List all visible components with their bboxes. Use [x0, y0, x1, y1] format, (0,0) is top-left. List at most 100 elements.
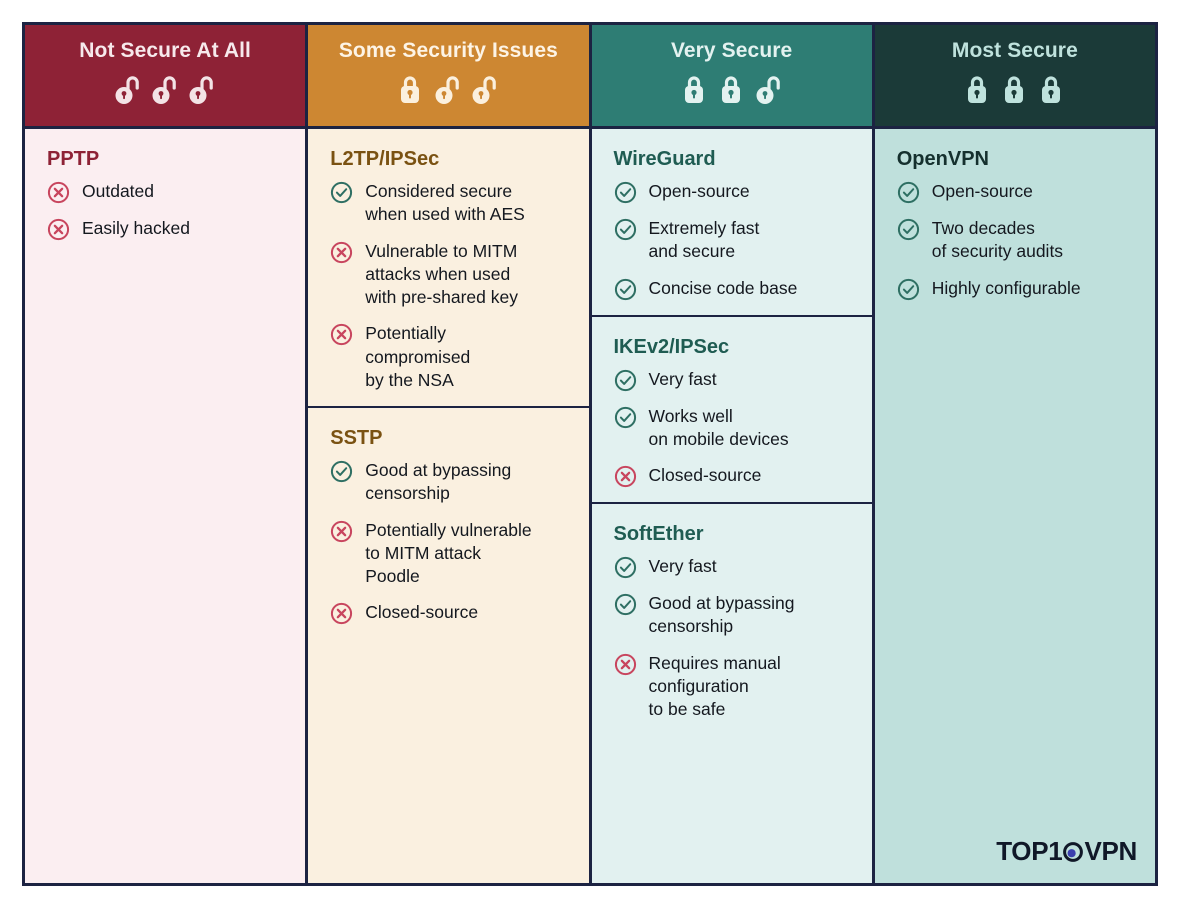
cross-circle-icon	[330, 520, 353, 543]
lock-open-icon	[187, 73, 217, 107]
feature-text: Potentially compromised by the NSA	[365, 323, 471, 390]
column-header-title: Some Security Issues	[338, 39, 558, 62]
feature-item: Open-source	[614, 180, 852, 204]
column-header-1: Not Secure At All	[25, 25, 306, 129]
lock-open-icon	[754, 73, 784, 107]
check-circle-icon	[614, 181, 637, 204]
feature-text: Vulnerable to MITM attacks when used wit…	[365, 240, 518, 308]
check-circle-icon	[614, 593, 637, 616]
column-header-title: Very Secure	[670, 39, 793, 62]
lock-closed-icon	[963, 73, 993, 107]
feature-text: Good at bypassing censorship	[648, 593, 795, 637]
protocol-name: WireGuard	[613, 148, 716, 170]
check-circle-icon	[614, 406, 637, 429]
feature-item: Closed-source	[330, 601, 568, 625]
feature-text: Concise code base	[648, 277, 798, 298]
lock-closed-icon	[717, 73, 747, 107]
lock-rating-row	[963, 71, 1067, 107]
feature-item: Very fast	[614, 368, 852, 392]
feature-item: Easily hacked	[47, 217, 285, 241]
protocol-name: SoftEther	[613, 523, 704, 546]
column-header-2: Some Security Issues	[308, 25, 589, 129]
protocol-name: OpenVPN	[896, 148, 989, 170]
feature-item: Considered secure when used with AES	[330, 180, 568, 227]
protocol-name: IKEv2/IPSec	[613, 335, 730, 358]
feature-text: Closed-source	[365, 602, 479, 623]
cross-circle-icon	[614, 653, 637, 676]
check-circle-icon	[897, 218, 920, 241]
lock-closed-icon	[680, 73, 710, 107]
lock-closed-icon	[396, 73, 426, 107]
feature-item: Two decades of security audits	[897, 217, 1135, 264]
feature-item: Concise code base	[614, 277, 852, 301]
feature-item: Highly configurable	[897, 277, 1135, 301]
feature-text: Requires manual configuration to be safe	[648, 652, 781, 720]
feature-text: Open-source	[931, 181, 1033, 201]
logo-zero-dot-icon	[1063, 841, 1084, 862]
cross-circle-icon	[47, 218, 70, 241]
feature-text: Easily hacked	[82, 218, 190, 238]
lock-rating-row	[680, 71, 784, 107]
feature-item: Open-source	[897, 180, 1135, 204]
feature-text: Potentially vulnerable to MITM attack Po…	[365, 519, 532, 587]
feature-text: Closed-source	[648, 465, 762, 486]
feature-text: Open-source	[648, 181, 750, 201]
lock-open-icon	[150, 73, 180, 107]
feature-item: Good at bypassing censorship	[330, 459, 568, 506]
feature-item: Potentially vulnerable to MITM attack Po…	[330, 519, 568, 589]
check-circle-icon	[614, 369, 637, 392]
check-circle-icon	[614, 218, 637, 241]
lock-open-icon	[470, 73, 500, 107]
check-circle-icon	[614, 278, 637, 301]
check-circle-icon	[614, 556, 637, 579]
feature-item: Works well on mobile devices	[614, 405, 852, 452]
feature-text: Very fast	[648, 368, 717, 389]
feature-item: Requires manual configuration to be safe	[614, 652, 852, 722]
check-circle-icon	[897, 181, 920, 204]
cross-circle-icon	[330, 241, 353, 264]
feature-list: Considered secure when used with AES Vuln…	[330, 180, 568, 392]
feature-item: Potentially compromised by the NSA	[330, 322, 568, 392]
check-circle-icon	[330, 460, 353, 483]
feature-item: Extremely fast and secure	[614, 217, 852, 264]
feature-text: Works well on mobile devices	[648, 405, 789, 449]
feature-text: Highly configurable	[931, 277, 1081, 298]
check-circle-icon	[897, 278, 920, 301]
feature-text: Very fast	[648, 556, 717, 577]
protocol-name: SSTP	[330, 427, 383, 450]
logo-suffix: VPN	[1084, 836, 1137, 866]
lock-closed-icon	[1037, 73, 1067, 107]
protocol-name: L2TP/IPSec	[330, 148, 440, 170]
column-header-title: Not Secure At All	[79, 39, 251, 62]
cross-circle-icon	[614, 465, 637, 488]
feature-text: Good at bypassing censorship	[365, 460, 512, 504]
feature-text: Extremely fast and secure	[648, 218, 760, 262]
cross-circle-icon	[330, 602, 353, 625]
lock-rating-row	[113, 71, 217, 107]
feature-item: Very fast	[614, 555, 852, 579]
feature-item: Outdated	[47, 180, 285, 204]
feature-item: Vulnerable to MITM attacks when used wit…	[330, 240, 568, 310]
lock-open-icon	[113, 73, 143, 107]
